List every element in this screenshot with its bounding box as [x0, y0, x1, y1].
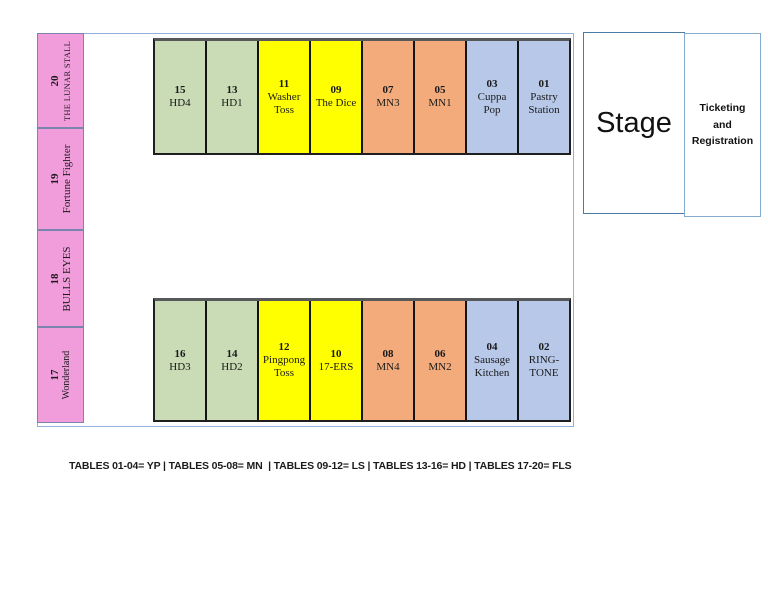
table-number: 13: [226, 84, 238, 96]
table-number: 05: [434, 84, 446, 96]
table-name: The Dice: [315, 97, 357, 109]
table-row-top: 15 HD4 13 HD1 11 Washer Toss 09 The Dice…: [153, 38, 571, 155]
stall-20: 20 THE LUNAR STALL: [37, 33, 84, 128]
table-number: 15: [174, 84, 186, 96]
table-number: 03: [486, 77, 498, 90]
table-name: HD2: [221, 360, 243, 373]
table-group-legend: TABLES 01-04= YP | TABLES 05-08= MN | TA…: [69, 460, 572, 472]
stall-number: 17: [48, 369, 61, 381]
table-number: 10: [330, 347, 342, 360]
table-name: 17-ERS: [318, 360, 354, 373]
table-02: 02 RING-TONE: [519, 301, 569, 420]
table-03: 03 Cuppa Pop: [467, 41, 519, 153]
stall-number: 18: [48, 273, 61, 284]
stall-name: Fortune Fighter: [60, 144, 73, 214]
stall-19: 19 Fortune Fighter: [37, 128, 84, 230]
table-name: HD4: [169, 97, 191, 109]
table-name: Cuppa Pop: [477, 90, 507, 116]
table-13: 13 HD1: [207, 41, 259, 153]
table-name: MN4: [376, 360, 400, 373]
table-name: Pastry Station: [528, 90, 560, 116]
table-14: 14 HD2: [207, 301, 259, 420]
table-01: 01 Pastry Station: [519, 41, 569, 153]
table-05: 05 MN1: [415, 41, 467, 153]
stall-number: 20: [48, 75, 61, 86]
table-number: 14: [226, 347, 238, 360]
table-04: 04 Sausage Kitchen: [467, 301, 519, 420]
table-07: 07 MN3: [363, 41, 415, 153]
table-name: MN3: [376, 97, 400, 109]
table-08: 08 MN4: [363, 301, 415, 420]
table-name: Pingpong Toss: [262, 354, 306, 379]
stall-name: Wonderland: [60, 350, 72, 400]
ticketing-registration-area: Ticketing and Registration: [684, 33, 761, 217]
table-name: HD1: [221, 97, 243, 109]
table-16: 16 HD3: [155, 301, 207, 420]
table-row-bottom: 16 HD3 14 HD2 12 Pingpong Toss 10 17-ERS…: [153, 298, 571, 422]
table-number: 11: [278, 77, 290, 90]
table-name: RING-TONE: [528, 354, 560, 379]
table-10: 10 17-ERS: [311, 301, 363, 420]
stall-17: 17 Wonderland: [37, 327, 84, 423]
table-number: 02: [538, 341, 550, 353]
table-11: 11 Washer Toss: [259, 41, 311, 153]
table-09: 09 The Dice: [311, 41, 363, 153]
table-name: HD3: [169, 360, 191, 373]
table-number: 01: [538, 77, 550, 90]
table-number: 08: [382, 347, 394, 360]
stall-number: 19: [48, 173, 61, 185]
table-name: Sausage Kitchen: [473, 354, 511, 379]
table-number: 09: [330, 84, 342, 96]
table-name: MN1: [428, 97, 452, 109]
table-name: MN2: [428, 360, 452, 373]
table-06: 06 MN2: [415, 301, 467, 420]
table-number: 07: [382, 84, 394, 96]
table-15: 15 HD4: [155, 41, 207, 153]
table-number: 12: [278, 341, 290, 353]
stall-18: 18 BULLS EYES: [37, 230, 84, 327]
table-12: 12 Pingpong Toss: [259, 301, 311, 420]
table-name: Washer Toss: [267, 90, 301, 116]
table-number: 04: [486, 341, 498, 353]
stall-name: THE LUNAR STALL: [61, 40, 72, 121]
table-number: 16: [174, 347, 186, 360]
stall-name: BULLS EYES: [60, 245, 73, 312]
stage-area: Stage: [583, 32, 685, 214]
table-number: 06: [434, 347, 446, 360]
